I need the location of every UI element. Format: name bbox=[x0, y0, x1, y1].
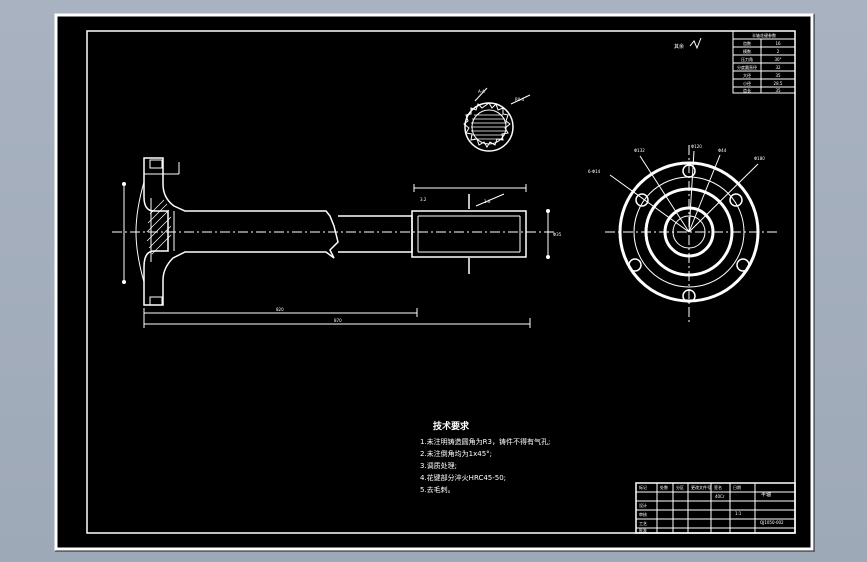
param-row-5-value: 35 bbox=[775, 73, 781, 78]
title-drawing-number: QJ1050-002 bbox=[760, 520, 784, 525]
param-row-4-value: 32 bbox=[775, 65, 781, 70]
param-table-title: 半轴花键参数 bbox=[752, 32, 776, 38]
param-row-2-label: 模数 bbox=[743, 48, 751, 54]
param-row-6-label: 小径 bbox=[743, 80, 751, 86]
top-right-mark: 其余 bbox=[674, 43, 684, 50]
shaft-roughness-label: 1.6 bbox=[484, 199, 491, 204]
param-row-3-label: 压力角 bbox=[741, 56, 753, 62]
title-block: 40Cr 半轴 QJ1050-002 1:1 标记 处数 分区 更改文件号 签名… bbox=[635, 482, 796, 534]
dimension-flange: 820 bbox=[276, 307, 284, 312]
flange-circle-label-3: Φ44 bbox=[718, 148, 727, 153]
flange-side-view: 6-Φ14 Φ132 Φ120 Φ44 Φ180 bbox=[588, 144, 779, 324]
title-label-7: 设计 bbox=[639, 502, 647, 508]
title-label-8: 审核 bbox=[639, 511, 647, 517]
title-label-2: 处数 bbox=[660, 484, 668, 490]
param-row-1-label: 齿数 bbox=[743, 40, 751, 46]
title-scale: 1:1 bbox=[735, 511, 742, 516]
spline-section-view: A-A R0.4 bbox=[463, 87, 531, 152]
end-dimension: Φ35 bbox=[553, 232, 562, 237]
note-3: 3.调质处理; bbox=[420, 461, 457, 470]
dimension-total: 870 bbox=[334, 318, 342, 323]
roughness-symbol-main bbox=[689, 37, 702, 50]
title-part-name: 半轴 bbox=[761, 491, 771, 498]
flange-circle-label-1: Φ132 bbox=[634, 148, 645, 153]
spline-label-a: A-A bbox=[478, 89, 485, 94]
title-material: 40Cr bbox=[715, 494, 725, 499]
note-1: 1.未注明铸造圆角为R3，铸件不得有气孔; bbox=[420, 437, 550, 446]
flange-circle-label-4: Φ180 bbox=[754, 156, 765, 161]
flange-circle-label-2: Φ120 bbox=[691, 144, 702, 149]
half-shaft-main-view: 1.6 Φ35 820 870 bbox=[112, 157, 562, 328]
title-label-10: 批准 bbox=[639, 527, 647, 533]
notes-title: 技术要求 bbox=[433, 420, 470, 432]
title-label-6: 日期 bbox=[733, 484, 741, 490]
note-5: 5.去毛刺。 bbox=[420, 485, 455, 494]
flange-pcd-label: 6-Φ14 bbox=[588, 169, 601, 174]
spline-label-b: R0.4 bbox=[515, 97, 525, 102]
note-2: 2.未注倒角均为1x45°; bbox=[420, 449, 492, 458]
title-label-1: 标记 bbox=[639, 484, 647, 490]
param-row-5-label: 大径 bbox=[743, 72, 751, 78]
outer-border bbox=[54, 13, 814, 551]
param-row-3-value: 30° bbox=[774, 57, 781, 62]
param-row-2-value: 2 bbox=[777, 49, 780, 54]
title-label-9: 工艺 bbox=[639, 521, 647, 526]
param-row-6-value: 28.5 bbox=[774, 81, 783, 86]
title-label-3: 分区 bbox=[676, 484, 684, 490]
note-4: 4.花键部分淬火HRC45-50; bbox=[420, 473, 506, 482]
title-label-4: 更改文件号 bbox=[691, 484, 711, 490]
param-row-4-label: 分度圆直径 bbox=[737, 64, 757, 70]
inner-border bbox=[86, 30, 796, 534]
param-table: 半轴花键参数 齿数 16 模数 2 压力角 30° 分度圆直径 32 大径 35… bbox=[732, 30, 796, 94]
drawing-sheet bbox=[55, 14, 815, 552]
param-row-1-value: 16 bbox=[775, 41, 781, 46]
roughness-label-1: 3.2 bbox=[420, 197, 427, 202]
param-row-7-label: 齿长 bbox=[743, 87, 751, 93]
param-row-7-value: 35 bbox=[775, 88, 781, 93]
title-label-5: 签名 bbox=[714, 484, 722, 490]
technical-notes: 技术要求 1.未注明铸造圆角为R3，铸件不得有气孔; 2.未注倒角均为1x45°… bbox=[420, 420, 550, 494]
